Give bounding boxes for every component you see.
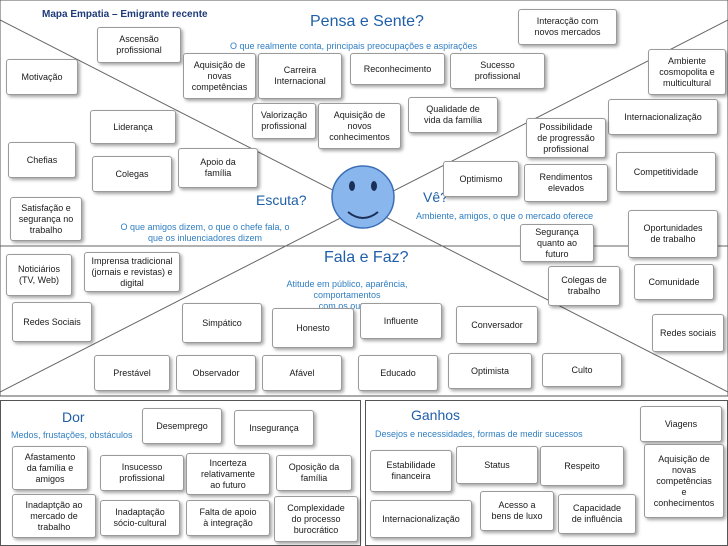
note-oportunidades-trabalho: Oportunidades de trabalho <box>628 210 718 258</box>
ve-heading: Vê? <box>423 189 448 205</box>
note-chefias: Chefias <box>8 142 76 178</box>
ve-subtitle: Ambiente, amigos, o que o mercado oferec… <box>416 211 594 221</box>
fala-heading: Fala e Faz? <box>324 249 409 266</box>
note-aquisicao-conhecimentos: Aquisição de novos conhecimentos <box>318 103 401 149</box>
note-capacidade-influencia: Capacidade de influência <box>558 494 636 534</box>
map-title: Mapa Empatia – Emigrante recente <box>42 9 208 20</box>
note-complexidade-burocratico: Complexidade do processo burocrático <box>274 496 358 542</box>
note-valorizacao-profissional: Valorização profissional <box>252 103 316 139</box>
pensa-heading: Pensa e Sente? <box>310 13 424 30</box>
note-noticiarios: Noticiários (TV, Web) <box>6 254 72 296</box>
note-imprensa-tradicional: Imprensa tradicional (jornais e revistas… <box>84 252 180 292</box>
note-optimista: Optimista <box>448 353 532 389</box>
note-insucesso-profissional: Insucesso profissional <box>100 455 184 491</box>
note-observador: Observador <box>176 355 256 391</box>
ganhos-subtitle: Desejos e necessidades, formas de medir … <box>375 429 583 439</box>
note-afastamento-familia: Afastamento da família e amigos <box>12 446 88 490</box>
note-sucesso-profissional: Sucesso profissional <box>450 53 545 89</box>
note-estabilidade-financeira: Estabilidade financeira <box>370 450 452 492</box>
escuta-heading: Escuta? <box>256 192 307 208</box>
note-rendimentos-elevados: Rendimentos elevados <box>524 164 608 202</box>
note-honesto: Honesto <box>272 308 354 348</box>
note-interaccao-mercados: Interacção com novos mercados <box>518 9 617 45</box>
note-motivacao: Motivação <box>6 59 78 95</box>
note-qualidade-vida: Qualidade de vida da família <box>408 97 498 133</box>
note-apoio-familia: Apoio da família <box>178 148 258 188</box>
note-seguranca-futuro: Segurança quanto ao futuro <box>520 224 594 262</box>
note-simpatico: Simpático <box>182 303 262 343</box>
note-respeito: Respeito <box>540 446 624 486</box>
note-viagens: Viagens <box>640 406 722 442</box>
note-acesso-bens-luxo: Acesso a bens de luxo <box>480 491 554 531</box>
note-afavel: Afável <box>262 355 342 391</box>
note-possibilidade-progressao: Possibilidade de progressão profissional <box>526 118 606 158</box>
note-desemprego: Desemprego <box>142 408 222 444</box>
pensa-subtitle: O que realmente conta, principais preocu… <box>230 41 478 51</box>
note-inseguranca: Insegurança <box>234 410 314 446</box>
note-lideranca: Liderança <box>90 110 176 144</box>
top-frame <box>0 0 728 397</box>
note-competitividade: Competitividade <box>616 152 716 192</box>
note-colegas: Colegas <box>92 156 172 192</box>
note-conversador: Conversador <box>456 306 538 344</box>
note-incerteza-futuro: Incerteza relativamente ao futuro <box>186 453 270 495</box>
note-oposicao-familia: Oposição da família <box>276 455 352 491</box>
note-aquisicao-competencias-conhecimentos: Aquisição de novas competências e conhec… <box>644 444 724 518</box>
note-falta-apoio: Falta de apoio à integração <box>186 500 270 536</box>
dor-heading: Dor <box>62 409 85 425</box>
note-influente: Influente <box>360 303 442 339</box>
note-redes-sociais-left: Redes Sociais <box>12 302 92 342</box>
note-redes-sociais-right: Redes sociais <box>652 314 724 352</box>
smiley-face-icon <box>331 165 395 229</box>
note-status: Status <box>456 446 538 484</box>
note-comunidade: Comunidade <box>634 264 714 300</box>
note-inadaptacao-mercado: Inadaptção ao mercado de trabalho <box>12 494 96 538</box>
note-inadaptacao-sociocultural: Inadaptação sócio-cultural <box>100 500 180 536</box>
note-internacionalizacao-top: Internacionalização <box>608 99 718 135</box>
note-carreira-internacional: Carreira Internacional <box>258 53 342 99</box>
ganhos-heading: Ganhos <box>411 407 461 423</box>
note-prestavel: Prestável <box>94 355 170 391</box>
note-culto: Culto <box>542 353 622 387</box>
escuta-subtitle: O que amigos dizem, o que o chefe fala, … <box>120 222 290 243</box>
note-ambiente-cosmopolita: Ambiente cosmopolita e multicultural <box>648 49 726 95</box>
note-optimismo-top: Optimismo <box>443 161 519 197</box>
note-ascensao-profissional: Ascensão profissional <box>97 27 181 63</box>
dor-subtitle: Medos, frustações, obstáculos <box>11 430 133 440</box>
note-satisfacao-seguranca: Satisfação e segurança no trabalho <box>10 197 82 241</box>
note-educado: Educado <box>358 355 438 391</box>
note-reconhecimento: Reconhecimento <box>350 53 445 85</box>
note-internacionalizacao-bottom: Internacionalização <box>370 500 472 538</box>
note-colegas-trabalho: Colegas de trabalho <box>548 266 620 306</box>
note-aquisicao-competencias: Aquisição de novas competências <box>183 53 256 99</box>
